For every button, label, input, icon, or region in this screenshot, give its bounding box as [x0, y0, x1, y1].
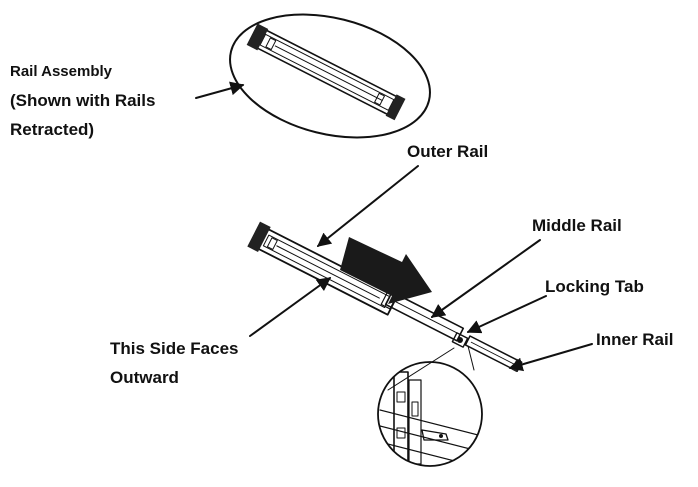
leader-arrows — [195, 81, 593, 372]
side-faces-arrow — [249, 277, 332, 337]
rail-assembly-arrow — [195, 81, 245, 99]
zoom-line-right — [467, 345, 475, 371]
outer-rail-arrow — [316, 165, 419, 247]
zoom-line-left — [387, 347, 455, 391]
inner-rail-arrow — [508, 343, 593, 372]
locking-tab-detail — [377, 345, 483, 467]
side-faces-label-line2: Outward — [110, 368, 179, 387]
locking-tab-shape — [451, 332, 469, 348]
rail-assembly-label: Rail Assembly — [10, 63, 113, 80]
retracted-rail-illustration — [246, 23, 406, 121]
detail-circle — [377, 361, 483, 467]
rail-assembly-subtitle-line1: (Shown with Rails — [10, 91, 155, 110]
locking-tab-arrow — [466, 295, 547, 334]
inner-rail-label: Inner Rail — [596, 330, 673, 349]
middle-rail-label: Middle Rail — [532, 216, 622, 235]
labels: Rail Assembly (Shown with Rails Retracte… — [10, 63, 673, 387]
block-arrow-right-icon — [340, 237, 432, 304]
locking-tab-label: Locking Tab — [545, 277, 644, 296]
rail-assembly-subtitle-line2: Retracted) — [10, 120, 94, 139]
callout-ellipse — [229, 13, 431, 139]
middle-rail-arrow — [430, 239, 541, 318]
retracted-rail-callout — [229, 13, 431, 139]
side-faces-label-line1: This Side Faces — [110, 339, 239, 358]
extended-rail-illustration — [247, 221, 523, 373]
outer-rail-label: Outer Rail — [407, 142, 488, 161]
